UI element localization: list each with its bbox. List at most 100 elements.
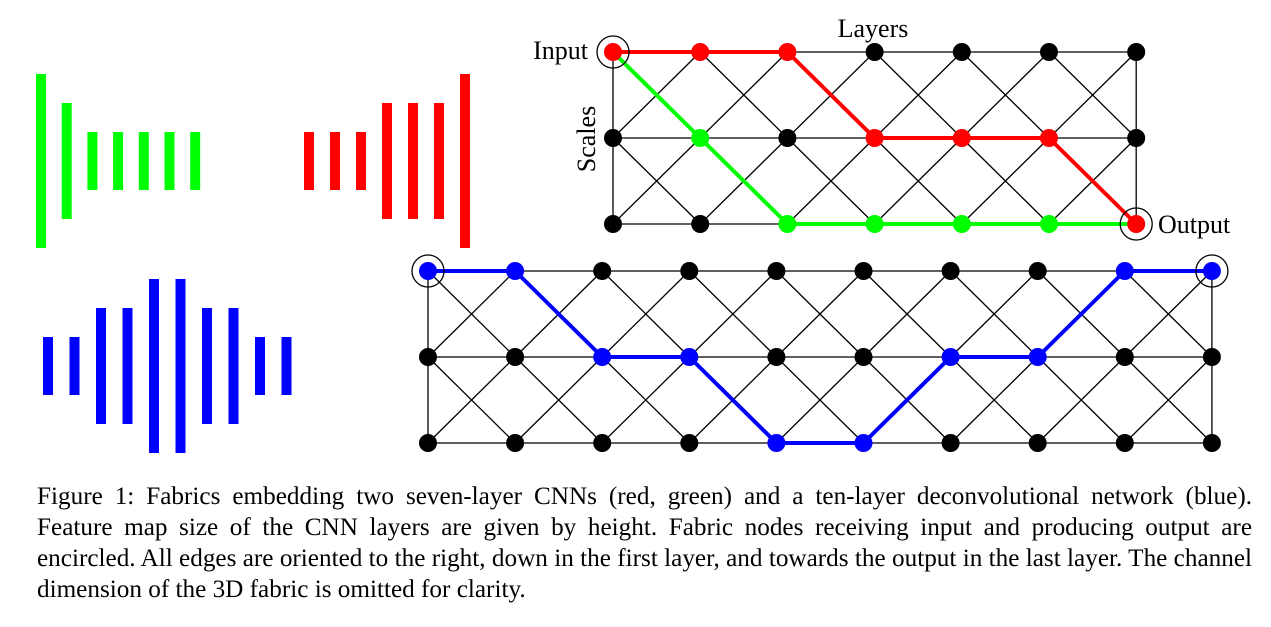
fabric-edge [950, 356, 1039, 444]
fabric-node [1127, 129, 1146, 147]
fabric-node [952, 129, 971, 147]
fabric-node [1040, 215, 1058, 233]
fabric-node [604, 43, 622, 61]
output-label: Output [1158, 210, 1231, 239]
fabric-node [778, 129, 797, 147]
layer-bar [190, 132, 201, 190]
fabric-node [691, 129, 710, 147]
fabric-edge [601, 356, 690, 444]
layer-bar [69, 337, 80, 395]
fabric-nodes [419, 262, 1221, 452]
layer-bar [434, 103, 444, 219]
fabric-node [854, 434, 873, 452]
layer-bar [149, 279, 159, 453]
fabric-nodes [604, 43, 1146, 233]
layer-bar [122, 308, 133, 424]
layer-bar [356, 132, 366, 190]
layer-bar [61, 103, 72, 219]
fabric-node [865, 43, 884, 61]
figure-caption: Figure 1: Fabrics embedding two seven-la… [37, 483, 1252, 603]
layer-bar [96, 308, 106, 424]
input-node-ring [411, 254, 445, 288]
fabric-edge [612, 137, 701, 225]
blue-deconv-bars [43, 279, 292, 453]
fabric-node [680, 348, 699, 366]
fabric-edge [961, 51, 1050, 139]
fabric-edge [961, 137, 1050, 225]
layer-bar [382, 103, 392, 219]
fabric-node [767, 348, 786, 366]
fabric-node [1115, 348, 1134, 366]
fabric-edge [514, 356, 603, 444]
layer-bar [460, 74, 470, 248]
fabric-node [854, 348, 873, 366]
fabric-node [1127, 43, 1146, 61]
layer-bar [138, 132, 149, 190]
fabric-figure: Layers Input Output Scales [36, 14, 1231, 453]
fabric-node [941, 348, 960, 366]
blue-deconv-path [428, 269, 1212, 445]
fabric-node [419, 434, 437, 452]
layer-bar [36, 74, 46, 248]
fabric-node [1202, 262, 1221, 280]
fabric-node [1040, 129, 1058, 147]
fabric-node [941, 262, 960, 280]
fabric-node [941, 434, 960, 452]
fabric-node [952, 215, 971, 233]
fabric-node [506, 262, 525, 280]
fabric-node [778, 43, 797, 61]
fabric-node [865, 215, 884, 233]
fabric-edge [775, 356, 864, 444]
fabric-edge [601, 270, 690, 358]
fabric-node [865, 129, 884, 147]
input-node-ring [596, 35, 630, 69]
fabric-edge [688, 270, 777, 358]
fabric-node [680, 434, 699, 452]
fabric-node [1028, 262, 1047, 280]
fabric-node [593, 434, 612, 452]
fabric-node [604, 215, 622, 233]
scales-label: Scales [572, 106, 601, 172]
fabric-edge [775, 270, 864, 358]
layer-bar [43, 337, 53, 395]
fabric-node [952, 43, 971, 61]
fabric-node [1040, 43, 1058, 61]
fabric-edge [1048, 51, 1137, 139]
layer-bar [281, 337, 292, 395]
green-cnn-bars [36, 74, 201, 248]
fabric-node [680, 262, 699, 280]
layer-bar [304, 132, 314, 190]
fabric-edge [427, 356, 516, 444]
red-cnn-bars [304, 74, 470, 248]
layer-bar [228, 308, 239, 424]
fabric-node [506, 434, 525, 452]
output-node-ring [1195, 254, 1229, 288]
fabric-node [593, 348, 612, 366]
fabric-node [1115, 434, 1134, 452]
fabric-edge [1124, 270, 1213, 358]
fabric-node [778, 215, 797, 233]
fabric-edge [1037, 356, 1126, 444]
ten-layer-fabric [411, 254, 1229, 452]
fabric-edge [427, 270, 516, 358]
fabric-node [506, 348, 525, 366]
fabric-node [419, 348, 437, 366]
seven-layer-fabric [596, 35, 1153, 241]
layer-bar [175, 279, 186, 453]
fabric-node [767, 434, 786, 452]
fabric-node [593, 262, 612, 280]
fabric-node [767, 262, 786, 280]
fabric-node [419, 262, 437, 280]
fabric-node [1127, 215, 1146, 233]
fabric-node [1202, 348, 1221, 366]
fabric-edge [874, 51, 963, 139]
fabric-edge [699, 51, 788, 139]
layer-bar [408, 103, 418, 219]
fabric-edge [874, 137, 963, 225]
fabric-node [691, 43, 710, 61]
fabric-node [1028, 348, 1047, 366]
fabric-edge [863, 270, 952, 358]
fabric-edge [1124, 356, 1213, 444]
fabric-edge [786, 137, 876, 225]
fabric-edges [427, 270, 1213, 444]
